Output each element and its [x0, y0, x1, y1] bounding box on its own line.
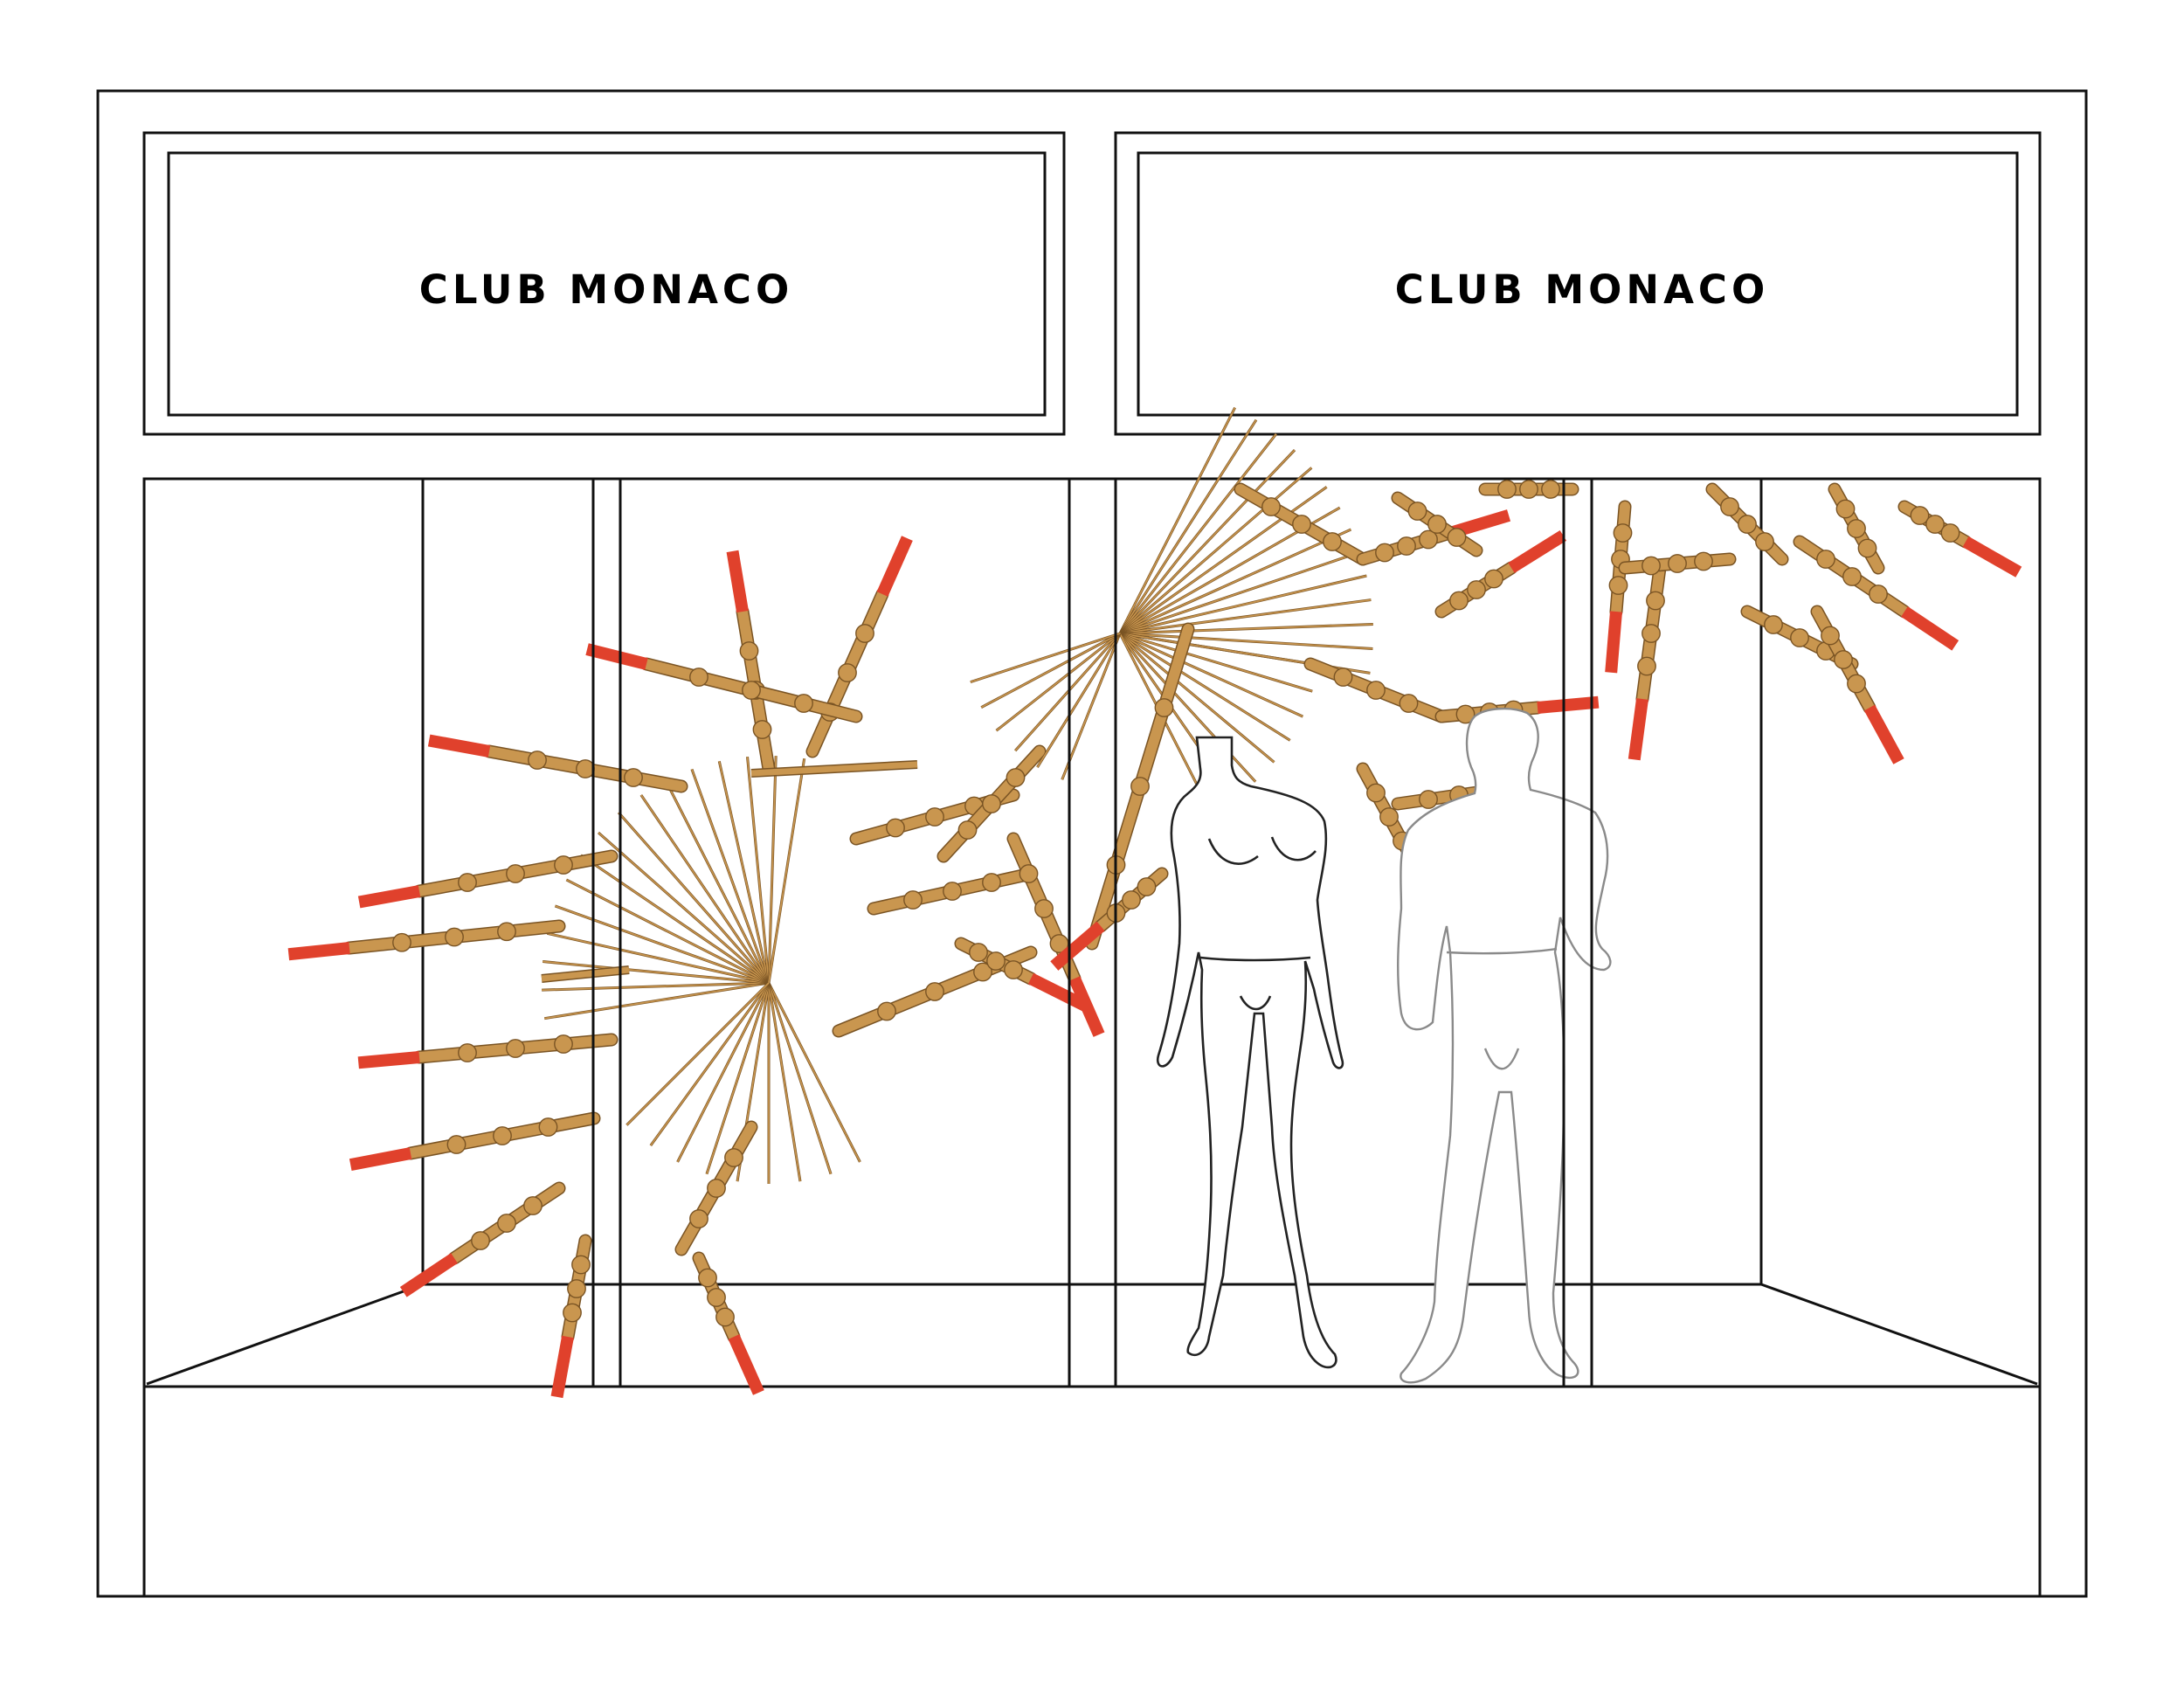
- storefront-base: [142, 1385, 2042, 1598]
- sign-text-left: CLUB MONACO: [419, 266, 793, 313]
- sign-panel-right: CLUB MONACO: [1114, 131, 2042, 436]
- chair-sculpture-left: [287, 536, 1105, 1399]
- facade-outline: [96, 89, 2088, 1598]
- mullions: [591, 477, 1593, 1388]
- mannequin-male: [1397, 707, 1612, 1384]
- mannequin-female: [1156, 736, 1344, 1369]
- sign-text-right: CLUB MONACO: [1395, 266, 1769, 313]
- sign-panel-left: CLUB MONACO: [142, 131, 1066, 436]
